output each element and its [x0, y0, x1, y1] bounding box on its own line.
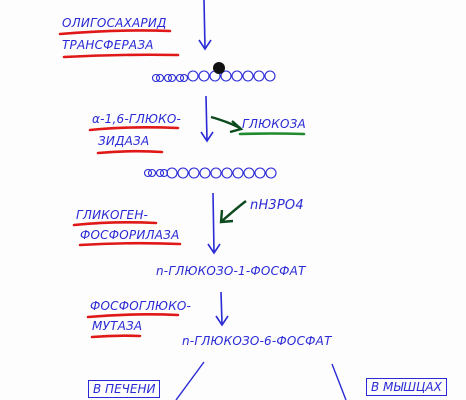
- arrow-4: [215, 291, 229, 327]
- liver-branch-box: В ПЕЧЕНИ: [88, 380, 161, 398]
- glucose-chain-2: [143, 167, 277, 179]
- enzyme-1-line-2: ТРАНСФЕРАЗА: [62, 38, 154, 52]
- enzyme-4-line-1: ФОСФОГЛЮКО-: [90, 299, 192, 313]
- arrow-2: [200, 95, 214, 143]
- enzyme-3-label: ГЛИКОГЕН- ФОСФОРИЛАЗА: [76, 208, 179, 243]
- glucose-product-label: ГЛЮКОЗА: [242, 117, 306, 131]
- arrow-1: [198, 0, 212, 51]
- underlines: [58, 29, 306, 339]
- enzyme-1-line-1: ОЛИГОСАХАРИД: [62, 16, 167, 30]
- glucose-release-arrow: [210, 115, 244, 134]
- enzyme-4-label: ФОСФОГЛЮКО- МУТАЗА: [90, 299, 191, 334]
- enzyme-4-line-2: МУТАЗА: [92, 319, 143, 333]
- enzyme-3-line-1: ГЛИКОГЕН-: [76, 208, 149, 222]
- phosphate-arrow: [219, 200, 247, 224]
- muscle-branch-box: В МЫШЦАХ: [366, 378, 447, 396]
- branch-line-right: [331, 363, 347, 400]
- enzyme-2-line-1: α-1,6-ГЛЮКО-: [92, 112, 182, 126]
- arrow-3: [207, 192, 221, 255]
- enzyme-3-line-2: ФОСФОРИЛАЗА: [80, 228, 180, 242]
- enzyme-2-line-2: ЗИДАЗА: [98, 134, 150, 148]
- branch-line-left: [175, 361, 205, 400]
- glucose-chain-1: [151, 70, 276, 83]
- enzyme-2-label: α-1,6-ГЛЮКО- ЗИДАЗА: [92, 112, 181, 149]
- phosphate-reagent-label: nH3PO4: [250, 198, 304, 213]
- enzyme-1-label: ОЛИГОСАХАРИД ТРАНСФЕРАЗА: [62, 16, 167, 53]
- glucose-6-phosphate-label: n-ГЛЮКОЗО-6-ФОСФАТ: [182, 334, 332, 348]
- branch-point-dot: [213, 62, 225, 74]
- glucose-1-phosphate-label: n-ГЛЮКОЗО-1-ФОСФАТ: [156, 264, 306, 278]
